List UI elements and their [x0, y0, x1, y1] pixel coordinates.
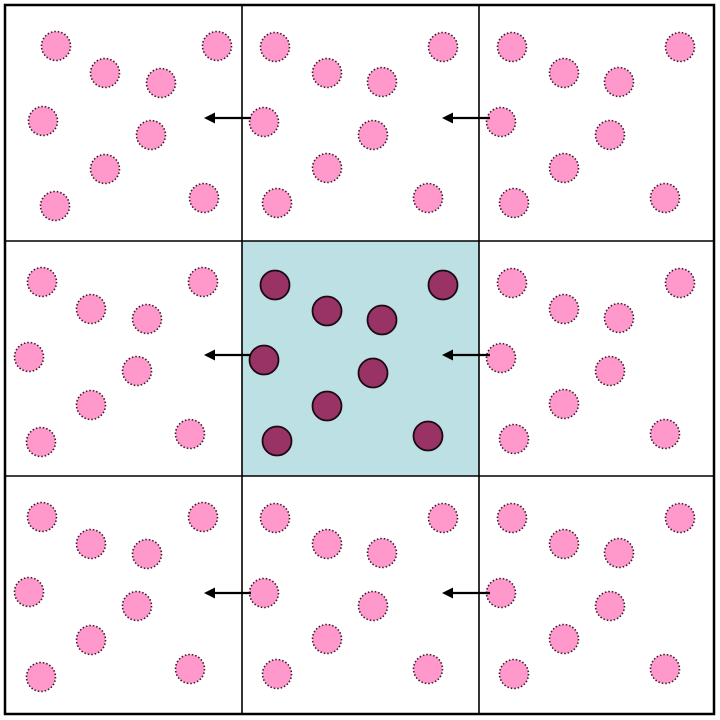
image-particle [357, 119, 389, 151]
arrow-head [442, 587, 453, 599]
central-particle [427, 269, 459, 301]
image-particle [261, 658, 293, 690]
image-particle [131, 538, 163, 570]
image-particle [27, 105, 59, 137]
image-particle [75, 389, 107, 421]
image-particle [261, 187, 293, 219]
image-particle [39, 190, 71, 222]
image-particle [188, 182, 220, 214]
image-particle [603, 66, 635, 98]
image-particle [311, 623, 343, 655]
arrow-head [204, 349, 215, 361]
central-particle [311, 295, 343, 327]
image-particle [13, 341, 45, 373]
image-particle [664, 31, 696, 63]
image-particle [496, 502, 528, 534]
image-particle [145, 67, 177, 99]
arrow-head [204, 587, 215, 599]
image-particle [174, 418, 206, 450]
image-particle [311, 57, 343, 89]
shift-arrow [442, 349, 490, 361]
central-particle [357, 357, 389, 389]
image-particle [366, 537, 398, 569]
central-particle [261, 425, 293, 457]
image-particle [498, 658, 530, 690]
image-particle [603, 537, 635, 569]
image-particle [13, 576, 45, 608]
image-particle [485, 106, 517, 138]
image-particle [248, 577, 280, 609]
shift-arrow [442, 587, 490, 599]
image-particle [427, 502, 459, 534]
central-particle [259, 269, 291, 301]
image-particle [25, 661, 57, 693]
image-particle [89, 57, 121, 89]
image-particle [498, 423, 530, 455]
arrow-head [442, 112, 453, 124]
image-particle [548, 152, 580, 184]
image-particle [366, 66, 398, 98]
central-particle [248, 344, 280, 376]
image-particle [498, 187, 530, 219]
image-particle [548, 623, 580, 655]
image-particle [427, 31, 459, 63]
image-particle [485, 577, 517, 609]
grid-lines [3, 3, 716, 716]
image-particle [75, 528, 107, 560]
image-particle [496, 31, 528, 63]
central-particle [366, 304, 398, 336]
image-particle [26, 266, 58, 298]
image-particle [248, 106, 280, 138]
particles-layer [13, 30, 696, 693]
image-particle [311, 528, 343, 560]
image-particle [187, 266, 219, 298]
image-particle [26, 501, 58, 533]
image-particle [548, 528, 580, 560]
image-particle [649, 653, 681, 685]
image-particle [357, 590, 389, 622]
arrows-layer [204, 112, 490, 599]
image-particle [174, 653, 206, 685]
image-particle [75, 624, 107, 656]
central-particle [311, 390, 343, 422]
shift-arrow [204, 112, 251, 124]
arrow-head [442, 349, 453, 361]
image-particle [311, 152, 343, 184]
image-particle [135, 119, 167, 151]
image-particle [75, 293, 107, 325]
outer-border [3, 3, 716, 716]
image-particle [412, 653, 444, 685]
image-particle [548, 293, 580, 325]
arrow-head [204, 112, 215, 124]
image-particle [594, 590, 626, 622]
image-particle [412, 182, 444, 214]
image-particle [649, 182, 681, 214]
central-particle [412, 420, 444, 452]
image-particle [259, 502, 291, 534]
image-particle [201, 30, 233, 62]
image-particle [649, 418, 681, 450]
image-particle [40, 30, 72, 62]
image-particle [187, 501, 219, 533]
shift-arrow [204, 587, 251, 599]
image-particle [664, 267, 696, 299]
image-particle [664, 502, 696, 534]
image-particle [89, 153, 121, 185]
image-particle [259, 31, 291, 63]
image-particle [121, 355, 153, 387]
image-particle [121, 590, 153, 622]
shift-arrow [442, 112, 490, 124]
image-particle [485, 342, 517, 374]
image-particle [594, 355, 626, 387]
image-particle [603, 302, 635, 334]
image-particle [496, 267, 528, 299]
image-particle [548, 57, 580, 89]
image-particle [25, 426, 57, 458]
image-particle [131, 303, 163, 335]
image-particle [594, 119, 626, 151]
image-particle [548, 388, 580, 420]
shift-arrow [204, 349, 251, 361]
